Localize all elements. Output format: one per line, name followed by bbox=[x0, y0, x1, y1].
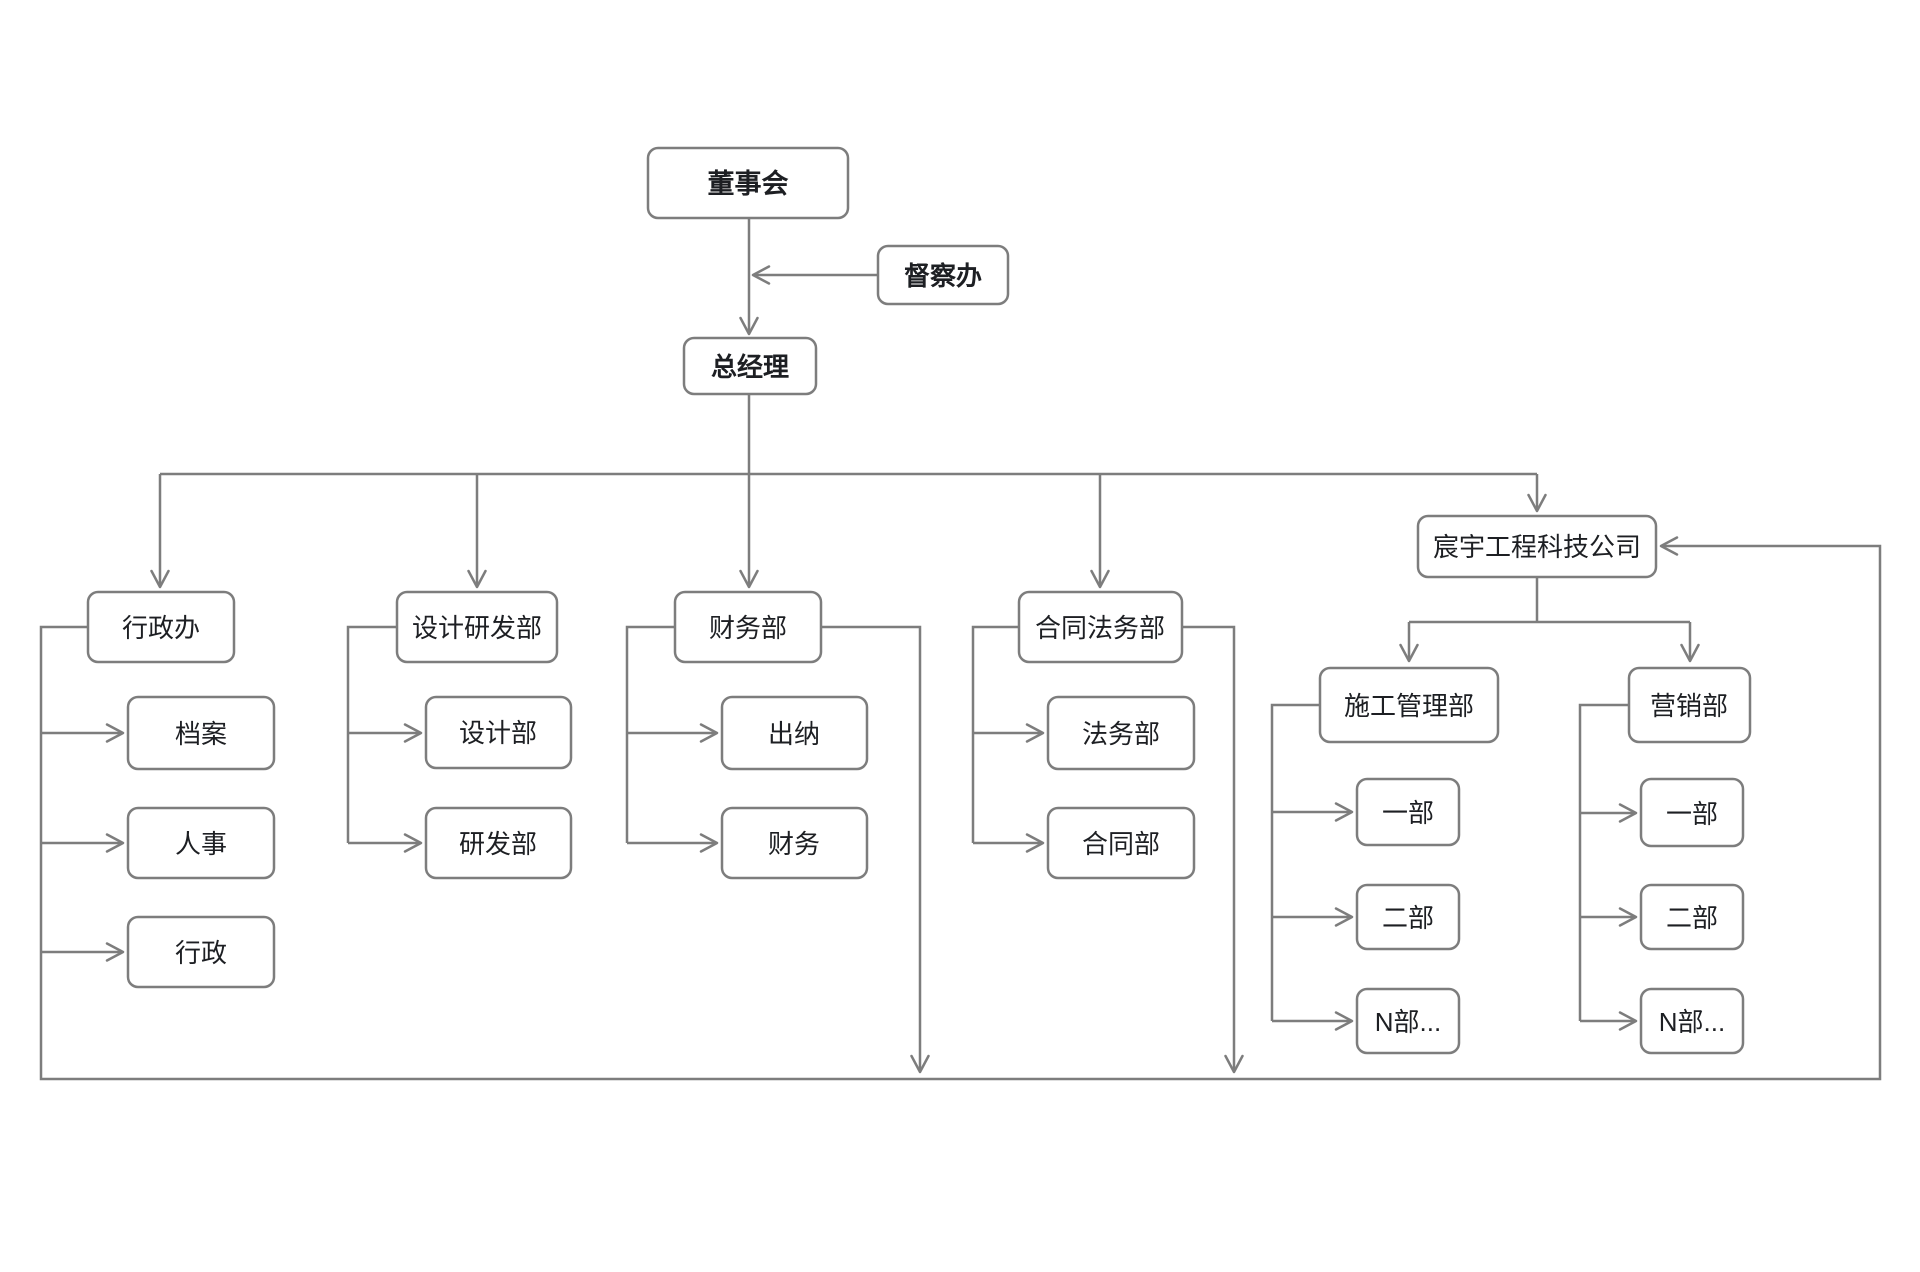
node-mk-dept-1: 一部 bbox=[1639, 777, 1745, 848]
node-board-label: 董事会 bbox=[708, 169, 789, 199]
node-cashier: 出纳 bbox=[720, 695, 869, 771]
node-cashier-label: 出纳 bbox=[768, 719, 820, 749]
node-admin-office-label: 行政办 bbox=[122, 613, 200, 643]
node-cm-dept-n: N部... bbox=[1355, 987, 1461, 1055]
node-cm-dept-1: 一部 bbox=[1355, 777, 1461, 847]
node-design-dept: 设计部 bbox=[424, 695, 573, 770]
node-construction-mgmt-dept: 施工管理部 bbox=[1318, 666, 1500, 744]
node-board: 董事会 bbox=[646, 146, 850, 220]
node-hr: 人事 bbox=[126, 806, 276, 880]
loop-line-to-chenyu-company bbox=[39, 536, 1882, 1081]
bracket-marketing-dept bbox=[1578, 703, 1629, 1021]
node-finance: 财务 bbox=[720, 806, 869, 880]
node-contract-dept-label: 合同部 bbox=[1082, 829, 1160, 859]
node-contract-legal-dept-label: 合同法务部 bbox=[1035, 613, 1165, 643]
bracket-design-rd-dept bbox=[346, 625, 397, 843]
node-rd-dept: 研发部 bbox=[424, 806, 573, 880]
node-legal-dept-label: 法务部 bbox=[1082, 719, 1160, 749]
node-finance-dept: 财务部 bbox=[673, 590, 823, 664]
drop-finance-dept-to-bottom-line bbox=[821, 625, 930, 1074]
drop-contract-legal-to-bottom-line bbox=[1182, 625, 1244, 1074]
node-design-rd-dept: 设计研发部 bbox=[395, 590, 559, 664]
node-design-dept-label: 设计部 bbox=[459, 718, 537, 748]
node-mk-dept-2: 二部 bbox=[1639, 883, 1745, 951]
node-admin-office: 行政办 bbox=[86, 590, 236, 664]
node-marketing-dept-label: 营销部 bbox=[1650, 691, 1728, 721]
node-archives-label: 档案 bbox=[175, 719, 227, 749]
nodes: 董事会 督察办 总经理 行政办 档案 人事 bbox=[86, 146, 1752, 1055]
node-chenyu-company: 宸宇工程科技公司 bbox=[1416, 514, 1658, 579]
node-rd-dept-label: 研发部 bbox=[459, 829, 537, 859]
node-mk-dept-1-label: 一部 bbox=[1666, 799, 1718, 829]
node-general-manager-label: 总经理 bbox=[711, 352, 789, 382]
node-archives: 档案 bbox=[126, 695, 276, 771]
node-supervision-office-label: 督察办 bbox=[904, 261, 982, 291]
connectors bbox=[39, 218, 1882, 1081]
node-chenyu-company-label: 宸宇工程科技公司 bbox=[1433, 532, 1641, 562]
node-supervision-office: 督察办 bbox=[876, 244, 1010, 306]
node-admin-label: 行政 bbox=[175, 938, 227, 968]
bracket-finance-dept bbox=[625, 625, 675, 843]
node-cm-dept-n-label: N部... bbox=[1375, 1007, 1441, 1037]
bracket-construction-mgmt-dept bbox=[1270, 703, 1320, 1021]
node-cm-dept-2-label: 二部 bbox=[1382, 903, 1434, 933]
node-cm-dept-2: 二部 bbox=[1355, 883, 1461, 951]
node-construction-mgmt-dept-label: 施工管理部 bbox=[1344, 691, 1474, 721]
node-finance-label: 财务 bbox=[768, 829, 820, 859]
node-mk-dept-n-label: N部... bbox=[1659, 1007, 1725, 1037]
node-legal-dept: 法务部 bbox=[1046, 695, 1196, 771]
node-admin: 行政 bbox=[126, 915, 276, 989]
node-contract-dept: 合同部 bbox=[1046, 806, 1196, 880]
node-finance-dept-label: 财务部 bbox=[709, 613, 787, 643]
node-contract-legal-dept: 合同法务部 bbox=[1017, 590, 1184, 664]
node-general-manager: 总经理 bbox=[682, 336, 818, 396]
node-mk-dept-2-label: 二部 bbox=[1666, 903, 1718, 933]
node-mk-dept-n: N部... bbox=[1639, 987, 1745, 1055]
node-cm-dept-1-label: 一部 bbox=[1382, 798, 1434, 828]
bracket-contract-legal-dept bbox=[971, 625, 1019, 843]
node-hr-label: 人事 bbox=[175, 829, 227, 859]
node-design-rd-dept-label: 设计研发部 bbox=[412, 613, 542, 643]
node-marketing-dept: 营销部 bbox=[1627, 666, 1752, 744]
